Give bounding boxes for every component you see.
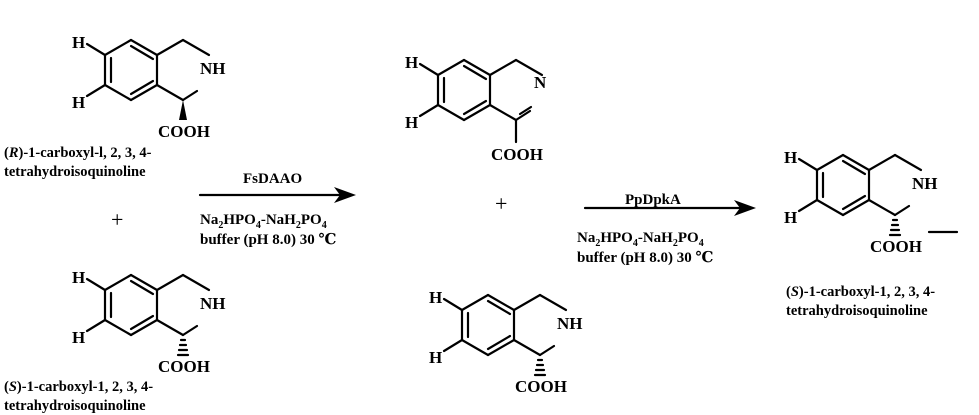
atom-n: N <box>534 73 547 92</box>
atom-h: H <box>784 148 797 167</box>
buffer-label-2: Na2HPO4-NaH2PO4 <box>577 230 704 249</box>
molecule-r-substrate: H H NH COOH <box>72 33 226 141</box>
atom-cooh: COOH <box>158 357 210 376</box>
atom-h: H <box>784 208 797 227</box>
atom-h: H <box>72 328 85 347</box>
molecule-imine-intermediate: H H N COOH <box>405 53 547 164</box>
atom-h: H <box>405 113 418 132</box>
label-r-compound: (R)-1-carboxyl-l, 2, 3, 4- <box>4 145 152 161</box>
reaction-arrow-2 <box>583 200 756 216</box>
plus-sign: + <box>495 191 507 216</box>
atom-h: H <box>72 93 85 112</box>
atom-nh: NH <box>912 174 938 193</box>
buffer-conditions-1: buffer (pH 8.0) 30 ℃ <box>200 232 336 248</box>
label-s-compound-line2: tetrahydroisoquinoline <box>4 398 146 414</box>
atom-cooh: COOH <box>491 145 543 164</box>
atom-cooh: COOH <box>158 122 210 141</box>
plus-sign: + <box>111 207 123 232</box>
atom-nh: NH <box>200 294 226 313</box>
molecule-s-substrate: H H NH COOH <box>72 268 226 376</box>
label-s-compound: (S)-1-carboxyl-1, 2, 3, 4- <box>4 379 153 395</box>
label-r-compound-line2: tetrahydroisoquinoline <box>4 164 146 180</box>
atom-h: H <box>429 348 442 367</box>
label-s-product: (S)-1-carboxyl-1, 2, 3, 4- <box>786 284 935 300</box>
buffer-label-1: Na2HPO4-NaH2PO4 <box>200 212 327 231</box>
atom-h: H <box>405 53 418 72</box>
enzyme-ppdpka: PpDpkA <box>625 192 681 208</box>
atom-h: H <box>429 288 442 307</box>
reaction-arrow-1 <box>198 187 356 203</box>
atom-cooh: COOH <box>870 237 922 256</box>
buffer-conditions-2: buffer (pH 8.0) 30 ℃ <box>577 250 713 266</box>
atom-h: H <box>72 268 85 287</box>
atom-nh: NH <box>200 59 226 78</box>
label-s-product-line2: tetrahydroisoquinoline <box>786 303 928 319</box>
atom-cooh: COOH <box>515 377 567 396</box>
molecule-s-product: H H NH COOH <box>784 148 959 256</box>
atom-nh: NH <box>557 314 583 333</box>
atom-h: H <box>72 33 85 52</box>
enzyme-fsdaao: FsDAAO <box>243 171 302 187</box>
molecule-s-unreacted: H H NH COOH <box>429 288 583 396</box>
